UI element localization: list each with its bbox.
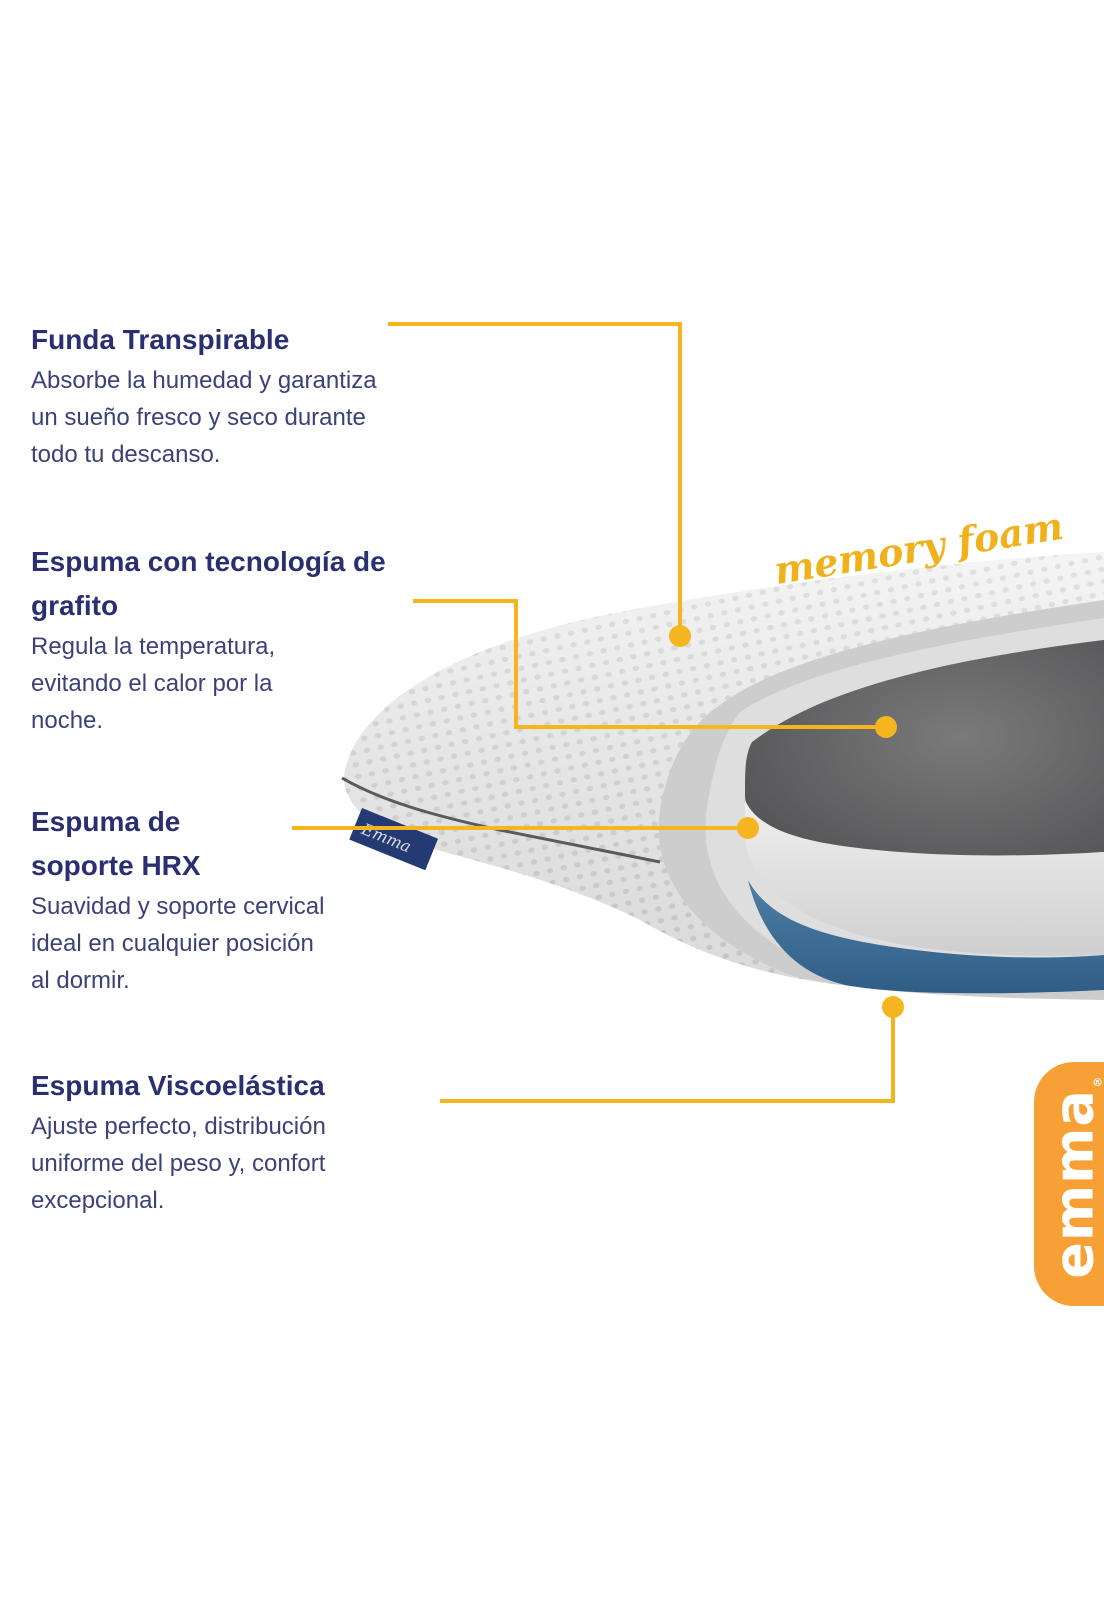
callout-lines bbox=[292, 322, 895, 1103]
feature-description-line: Ajuste perfecto, distribución bbox=[31, 1113, 326, 1140]
emma-logo-text: emma bbox=[1042, 1089, 1104, 1279]
feature-description-line: Suavidad y soporte cervical bbox=[31, 893, 325, 920]
dot-visco bbox=[882, 996, 904, 1018]
feature-description-line: al dormir. bbox=[31, 967, 130, 994]
hrx-layer bbox=[745, 800, 1104, 956]
dot-hrx bbox=[737, 817, 759, 839]
feature-title-line: soporte HRX bbox=[31, 850, 201, 881]
callout-dots bbox=[669, 625, 904, 1018]
dot-cover bbox=[669, 625, 691, 647]
feature-title: Funda Transpirable bbox=[31, 324, 290, 355]
feature-description-line: Absorbe la humedad y garantiza bbox=[31, 367, 377, 394]
feature-title: Espuma Viscoelástica bbox=[31, 1070, 325, 1101]
feature-description-line: un sueño fresco y seco durante bbox=[31, 404, 366, 431]
feature-description-line: excepcional. bbox=[31, 1187, 165, 1214]
feature-description-line: evitando el calor por la bbox=[31, 670, 273, 697]
callout-line-graphite bbox=[413, 599, 886, 729]
registered-mark: ® bbox=[1092, 1076, 1104, 1089]
feature-graphite-foam: Espuma con tecnología de grafito Regula … bbox=[31, 540, 451, 739]
feature-hrx-support-foam: Espuma de soporte HRX Suavidad y soporte… bbox=[31, 800, 391, 999]
feature-description-line: uniforme del peso y, confort bbox=[31, 1150, 326, 1177]
feature-description-line: ideal en cualquier posición bbox=[31, 930, 314, 957]
graphite-layer bbox=[745, 640, 1104, 857]
feature-title-line: grafito bbox=[31, 590, 119, 621]
feature-description-line: Regula la temperatura, bbox=[31, 633, 276, 660]
callout-line-cover bbox=[388, 322, 682, 636]
callout-line-visco bbox=[440, 1007, 895, 1103]
feature-breathable-cover: Funda Transpirable Absorbe la humedad y … bbox=[31, 318, 451, 473]
feature-description-line: noche. bbox=[31, 707, 104, 734]
feature-description-line: todo tu descanso. bbox=[31, 441, 221, 468]
dot-graphite bbox=[875, 716, 897, 738]
feature-viscoelastic-foam: Espuma Viscoelástica Ajuste perfecto, di… bbox=[31, 1064, 411, 1219]
feature-title-line: Espuma con tecnología de bbox=[31, 546, 386, 577]
feature-title-line: Espuma de bbox=[31, 806, 181, 837]
emma-logo: emma ® bbox=[1034, 1062, 1104, 1306]
visco-layer bbox=[748, 880, 1104, 994]
